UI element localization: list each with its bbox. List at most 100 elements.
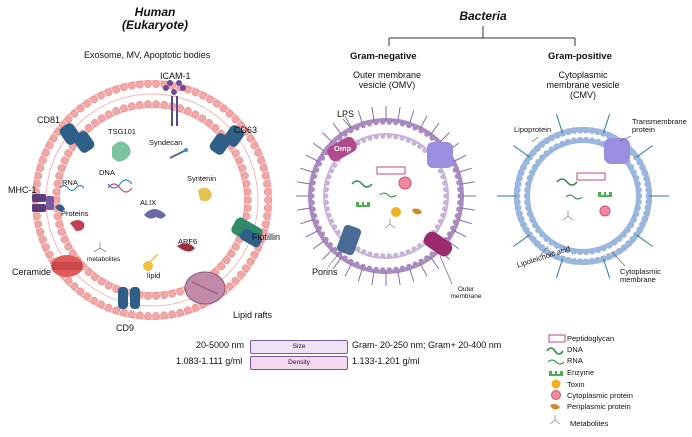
bacteria-title: Bacteria [459,9,507,23]
protein-blob-icon [70,220,85,231]
human-size-value: 20-5000 nm [196,340,245,350]
gram-negative-heading: Gram-negative [350,51,417,62]
membrane-protein-icon [427,142,453,168]
outer-membrane-protein-icon [423,231,453,257]
gram-positive-heading: Gram-positive [548,51,612,62]
human-title-line1: Human [134,5,176,19]
label-transmembrane-line1: Transmembrane [632,117,687,126]
bacteria-size-value: Gram- 20-250 nm; Gram+ 20-400 nm [352,340,502,350]
legend-toxin: Toxin [567,380,585,389]
label-flotillin: Flotillin [252,232,281,242]
omv-enzyme-icon [356,202,370,207]
omv-toxin-icon [391,207,401,217]
human-subtitle: Exosome, MV, Apoptotic bodies [84,50,211,60]
density-bar-label: Density [288,359,310,366]
label-porins: Porins [312,267,338,277]
label-omp: Omp [334,144,352,153]
cmv-metabolites-icon [562,211,574,221]
label-rna: RNA [62,178,78,187]
legend-dna-icon [546,347,564,355]
syndecan-icon [169,148,188,159]
omv-rna-icon [379,192,397,198]
legend-periplasmic-protein: Periplasmic protein [567,402,631,411]
omv-dna-icon [351,180,373,188]
label-cytoplasmic-membrane-line1: Cytoplasmic [620,267,661,276]
cmv-dna-icon [556,178,578,186]
label-cd81: CD81 [37,115,61,125]
label-arf6: ARF6 [178,237,198,246]
ceramide-icon [51,255,83,277]
lipid-icon [143,253,159,271]
lps-chains [296,106,476,286]
cmv-caption-line1: Cytoplasmic [558,70,608,80]
cmv-rna-icon [565,194,583,200]
label-lipoprotein: Lipoprotein [514,125,552,134]
cmv-caption-line3: (CMV) [570,89,596,100]
legend-cytoplasmic-protein-icon [551,390,561,400]
cmv-peptidoglycan-icon [576,172,606,181]
legend-cytoplasmic-protein: Cytoplasmic protein [567,391,633,400]
label-icam1: ICAM-1 [160,71,191,81]
flotillin-icon [231,217,263,248]
label-transmembrane-line2: protein [632,125,655,135]
bacteria-bracket [388,26,576,46]
label-dna: DNA [99,168,115,177]
transmembrane-protein-icon [604,138,630,164]
omv-vesicle [296,106,476,286]
label-proteins: Proteins [61,209,89,218]
legend-peptidoglycan: Peptidoglycan [567,334,615,343]
cmv-cytoplasmic-protein-icon [599,205,611,217]
proteins-icon [55,204,65,212]
legend-peptidoglycan-icon [548,334,566,343]
label-lipid-rafts: Lipid rafts [233,310,273,320]
label-metabolites: metabolites [87,256,121,263]
legend-rna: RNA [567,356,583,365]
cmv-lipid-heads [513,126,653,266]
cd81-icon [59,123,95,153]
omv-periplasmic-protein-icon [412,208,422,215]
label-alix: ALIX [140,198,157,207]
alix-icon [144,209,166,219]
legend-periplasmic-protein-icon [550,404,560,410]
cmv-caption-line2: membrane vesicle [546,79,620,90]
cd9-icon [118,287,140,309]
legend-dna: DNA [567,345,583,354]
cd63-icon [209,125,245,155]
omv-cytoplasmic-protein-icon [398,176,412,190]
omv-peptidoglycan-icon [376,166,406,175]
label-tsg101: TSG101 [108,127,136,136]
legend-enzyme: Enzyme [567,368,595,377]
legend-toxin-icon [551,379,561,389]
label-transmembrane-protein: Transmembrane protein [632,117,687,135]
label-cytoplasmic-membrane: Cytoplasmic membrane [620,267,661,285]
cmv-caption: Cytoplasmic membrane vesicle (CMV) [535,70,631,101]
label-mhc1: MHC-1 [8,185,37,195]
label-lipid: lipid [147,271,161,280]
legend-metabolites: Metabolites [570,419,609,428]
tsg101-icon [112,141,131,162]
legend-enzyme-icon [549,371,563,376]
bacteria-density-value: 1.133-1.201 g/ml [352,356,420,366]
arf6-icon [177,243,195,252]
dna-icon [107,179,133,193]
human-density-value: 1.083-1.111 g/ml [176,356,243,366]
metabolites-icon [93,242,107,253]
size-bar: Size [250,340,348,354]
mhc1-icon [32,194,54,212]
label-syndecan: Syndecan [149,138,183,147]
label-lps: LPS [337,109,355,119]
size-bar-label: Size [292,343,306,350]
label-syntenin: Syntenin [187,174,217,183]
cmv-vesicle [497,114,669,278]
omv-caption: Outer membrane vesicle (OMV) [352,70,422,90]
density-bar: Density [250,356,348,370]
cmv-enzyme-icon [598,192,612,197]
label-ceramide: Ceramide [12,267,52,277]
human-title-line2: (Eukaryote) [121,18,189,33]
human-title: Human (Eukaryote) [100,5,210,33]
label-cytoplasmic-membrane-line2: membrane [620,275,656,285]
label-cd63: CD63 [234,125,258,135]
porin-icon [336,224,362,256]
legend-rna-icon [547,359,565,365]
